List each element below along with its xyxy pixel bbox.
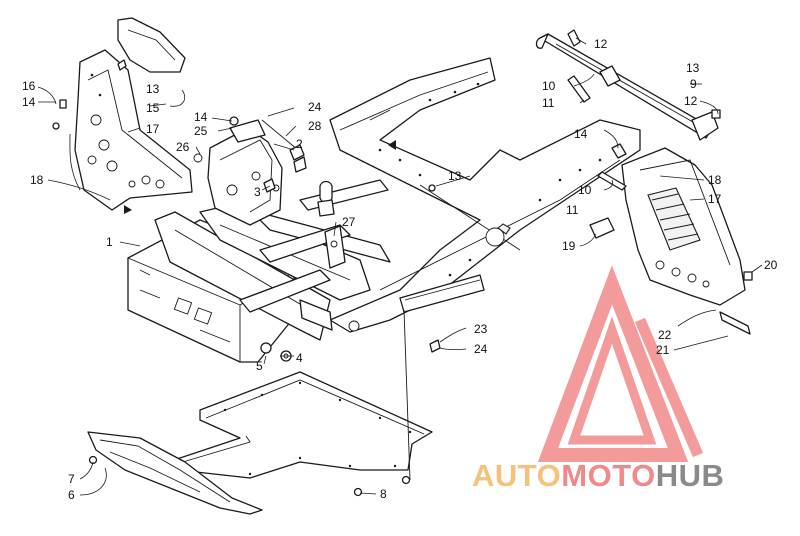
callout-20: 20 [764,258,778,272]
watermark-logo [537,265,704,462]
callout-10b: 10 [578,183,592,197]
callout-11a: 11 [542,96,555,110]
watermark-wordmark: AUTOMOTOHUB [472,458,724,493]
callout-24a: 24 [474,342,488,356]
right-steering-support [589,147,753,335]
callout-3: 3 [254,185,261,199]
callout-8: 8 [380,487,387,501]
callout-18a: 18 [30,173,44,187]
callout-22: 22 [658,328,672,342]
callout-18b: 18 [708,173,722,187]
front-skid-plate [87,431,263,515]
callout-17b: 17 [708,192,722,206]
callout-13c: 13 [686,61,700,75]
callout-21: 21 [656,343,670,357]
callout-12b: 12 [684,94,698,108]
callout-13b: 13 [448,169,462,183]
callout-26: 26 [176,140,190,154]
callout-19: 19 [562,239,576,253]
callout-12a: 12 [594,37,608,51]
callout-1: 1 [106,235,113,249]
callout-14b: 14 [194,110,208,124]
leader-lines [37,37,763,496]
callout-27: 27 [342,215,356,229]
callout-9: 9 [690,77,697,91]
steering-post [535,29,721,191]
watermark-moto: MOTO [561,458,655,493]
callout-7: 7 [68,472,75,486]
callout-25: 25 [194,124,208,138]
shock-tower-bracket [193,119,335,226]
callout-24b: 24 [308,100,322,114]
callout-6: 6 [68,488,75,502]
callout-2: 2 [296,137,303,151]
callout-23: 23 [474,322,488,336]
callout-labels: 1 2 3 4 5 6 7 8 9 10 10 11 11 12 12 13 1… [22,37,778,502]
left-steering-support [59,17,193,214]
svg-text:AUTOMOTOHUB: AUTOMOTOHUB [472,458,724,493]
callout-10a: 10 [542,79,556,93]
callout-15: 15 [146,101,160,115]
main-chassis-frame [127,57,641,363]
callout-16: 16 [22,79,36,93]
watermark-auto: AUTO [472,458,561,493]
belly-pan [167,371,433,479]
callout-11b: 11 [566,203,579,217]
callout-4: 4 [296,351,303,365]
callout-13a: 13 [146,82,160,96]
callout-14c: 14 [574,127,588,141]
callout-28: 28 [308,119,322,133]
callout-14a: 14 [22,95,36,109]
watermark-hub: HUB [656,458,725,493]
callout-5: 5 [256,359,263,373]
callout-17a: 17 [146,122,160,136]
